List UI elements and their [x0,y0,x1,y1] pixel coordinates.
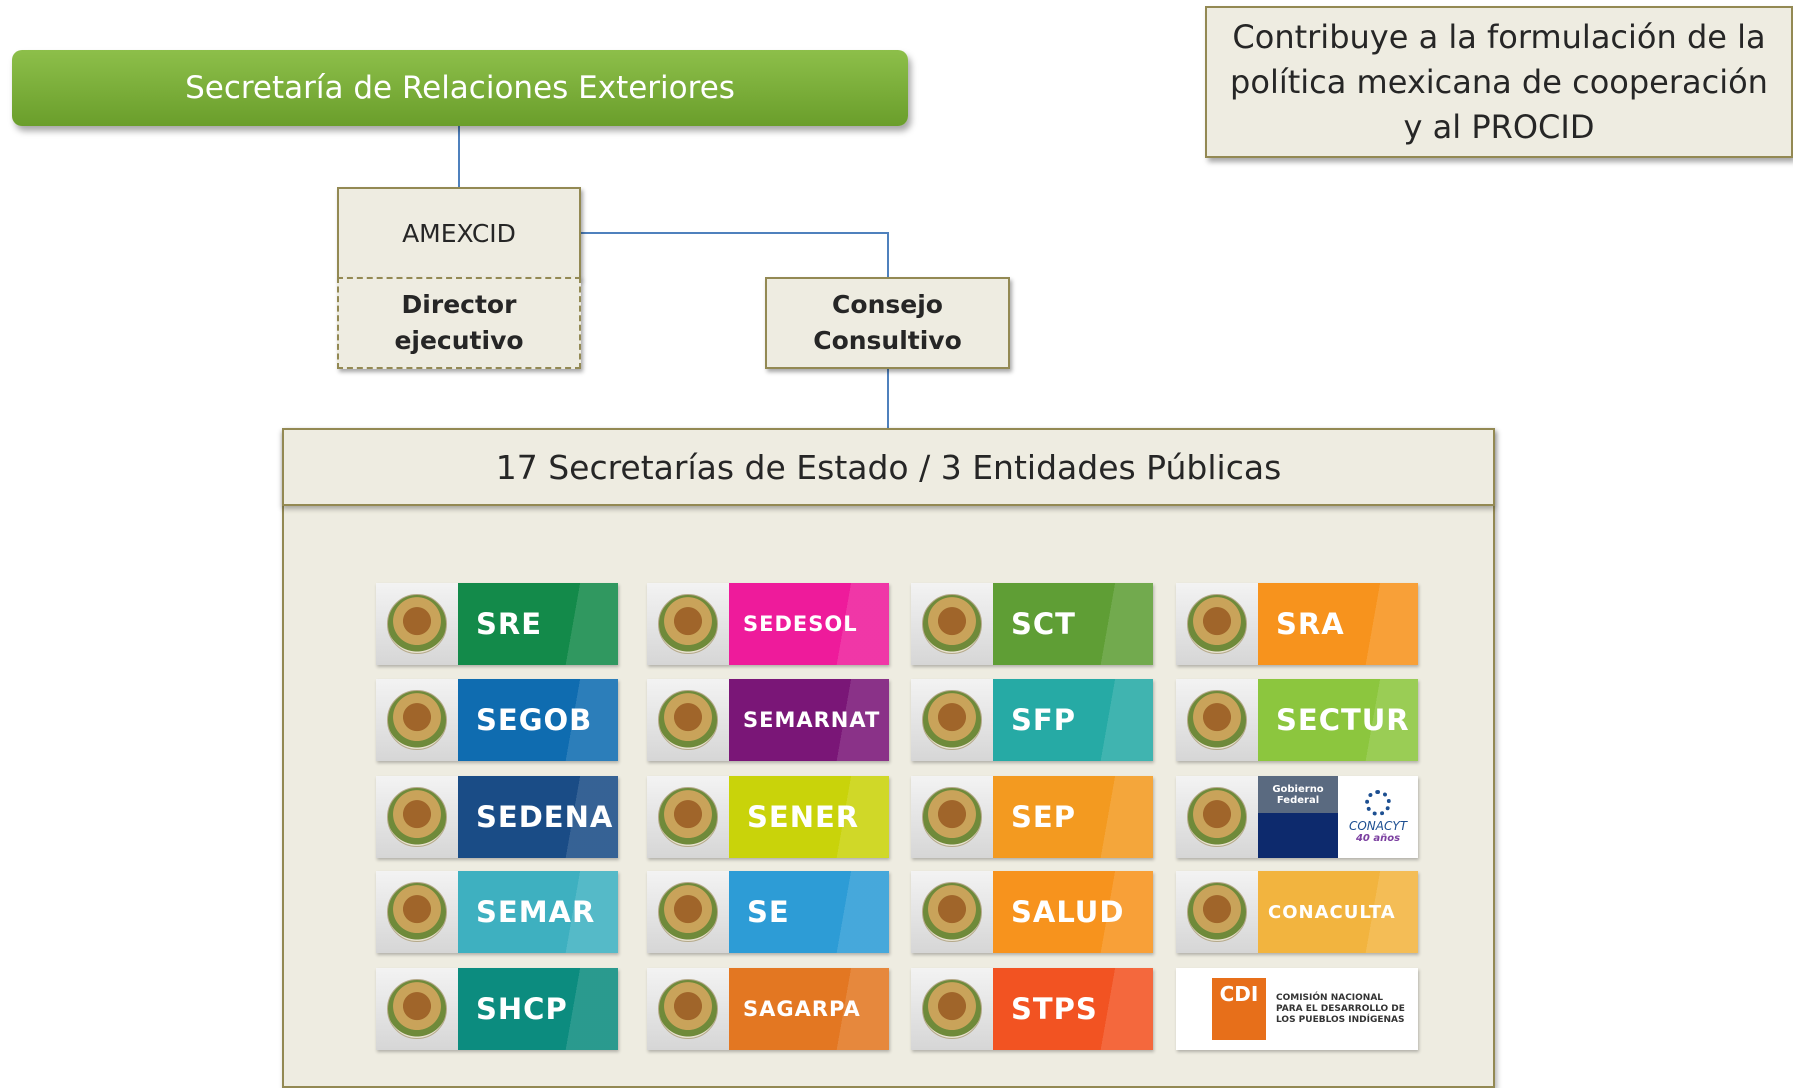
logo-label: SENER [729,776,889,858]
logo-conaculta: CONACULTA [1176,871,1418,953]
logo-sfp: SFP [911,679,1153,761]
mexico-seal-icon [647,776,729,858]
logo-label: SE [729,871,889,953]
mexico-seal-icon [1176,871,1258,953]
cdi-name: COMISIÓN NACIONAL PARA EL DESARROLLO DE … [1276,992,1405,1025]
logo-label: CONACULTA [1258,871,1418,953]
consejo-label: Consejo Consultivo [813,290,962,355]
cdi-mark-icon: CDI [1212,978,1266,1040]
sre-title: Secretaría de Relaciones Exteriores [185,70,735,106]
logo-sedesol: SEDESOL [647,583,889,665]
note-box: Contribuye a la formulación de la políti… [1205,6,1793,158]
logo-label: SRA [1258,583,1418,665]
mexico-seal-icon [647,679,729,761]
mexico-seal-icon [376,583,458,665]
mexico-seal-icon [1176,776,1258,858]
logo-sedena: SEDENA [376,776,618,858]
mexico-seal-icon [647,968,729,1050]
logo-semar: SEMAR [376,871,618,953]
logo-label: SHCP [458,968,618,1050]
note-text: Contribuye a la formulación de la políti… [1230,17,1768,146]
logo-label: SFP [993,679,1153,761]
mexico-seal-icon [1176,583,1258,665]
mexico-seal-icon [911,776,993,858]
logo-shcp: SHCP [376,968,618,1050]
logo-sagarpa: SAGARPA [647,968,889,1050]
gobierno-federal-block: Gobierno Federal [1258,776,1338,858]
logo-sener: SENER [647,776,889,858]
conacyt-anniversary: 40 años [1355,833,1401,844]
logo-sectur: SECTUR [1176,679,1418,761]
panel-title: 17 Secretarías de Estado / 3 Entidades P… [495,447,1282,487]
director-label: Director ejecutivo [394,290,524,355]
amexcid-box: AMEXCID [337,187,581,279]
mexico-seal-icon [376,679,458,761]
logo-segob: SEGOB [376,679,618,761]
mexico-seal-icon [376,968,458,1050]
mexico-seal-icon [911,968,993,1050]
sre-title-bar: Secretaría de Relaciones Exteriores [12,50,908,126]
logo-cdi: CDI COMISIÓN NACIONAL PARA EL DESARROLLO … [1176,968,1418,1050]
consejo-box: Consejo Consultivo [765,277,1010,369]
logo-label: STPS [993,968,1153,1050]
logo-stps: STPS [911,968,1153,1050]
amexcid-label: AMEXCID [402,218,516,248]
entities-panel-header: 17 Secretarías de Estado / 3 Entidades P… [282,428,1495,506]
logo-label: SAGARPA [729,968,889,1050]
logo-label: SALUD [993,871,1153,953]
mexico-seal-icon [911,679,993,761]
logo-sra: SRA [1176,583,1418,665]
conacyt-icon [1365,790,1391,816]
mexico-seal-icon [911,871,993,953]
logo-label: SEMARNAT [729,679,889,761]
logo-sct: SCT [911,583,1153,665]
logo-label: SEP [993,776,1153,858]
director-box: Director ejecutivo [337,277,581,369]
mexico-seal-icon [647,583,729,665]
logo-label: SEDESOL [729,583,889,665]
logo-sep: SEP [911,776,1153,858]
logo-label: SRE [458,583,618,665]
logo-label: SEMAR [458,871,618,953]
mexico-seal-icon [911,583,993,665]
logo-semarnat: SEMARNAT [647,679,889,761]
logo-sre: SRE [376,583,618,665]
mexico-seal-icon [647,871,729,953]
logo-label: SEGOB [458,679,618,761]
logo-se: SE [647,871,889,953]
logo-label: SECTUR [1258,679,1418,761]
logo-salud: SALUD [911,871,1153,953]
conacyt-label: CONACYT [1348,819,1408,833]
logo-label: SCT [993,583,1153,665]
mexico-seal-icon [376,776,458,858]
logo-label: SEDENA [458,776,618,858]
mexico-seal-icon [1176,679,1258,761]
mexico-seal-icon [376,871,458,953]
